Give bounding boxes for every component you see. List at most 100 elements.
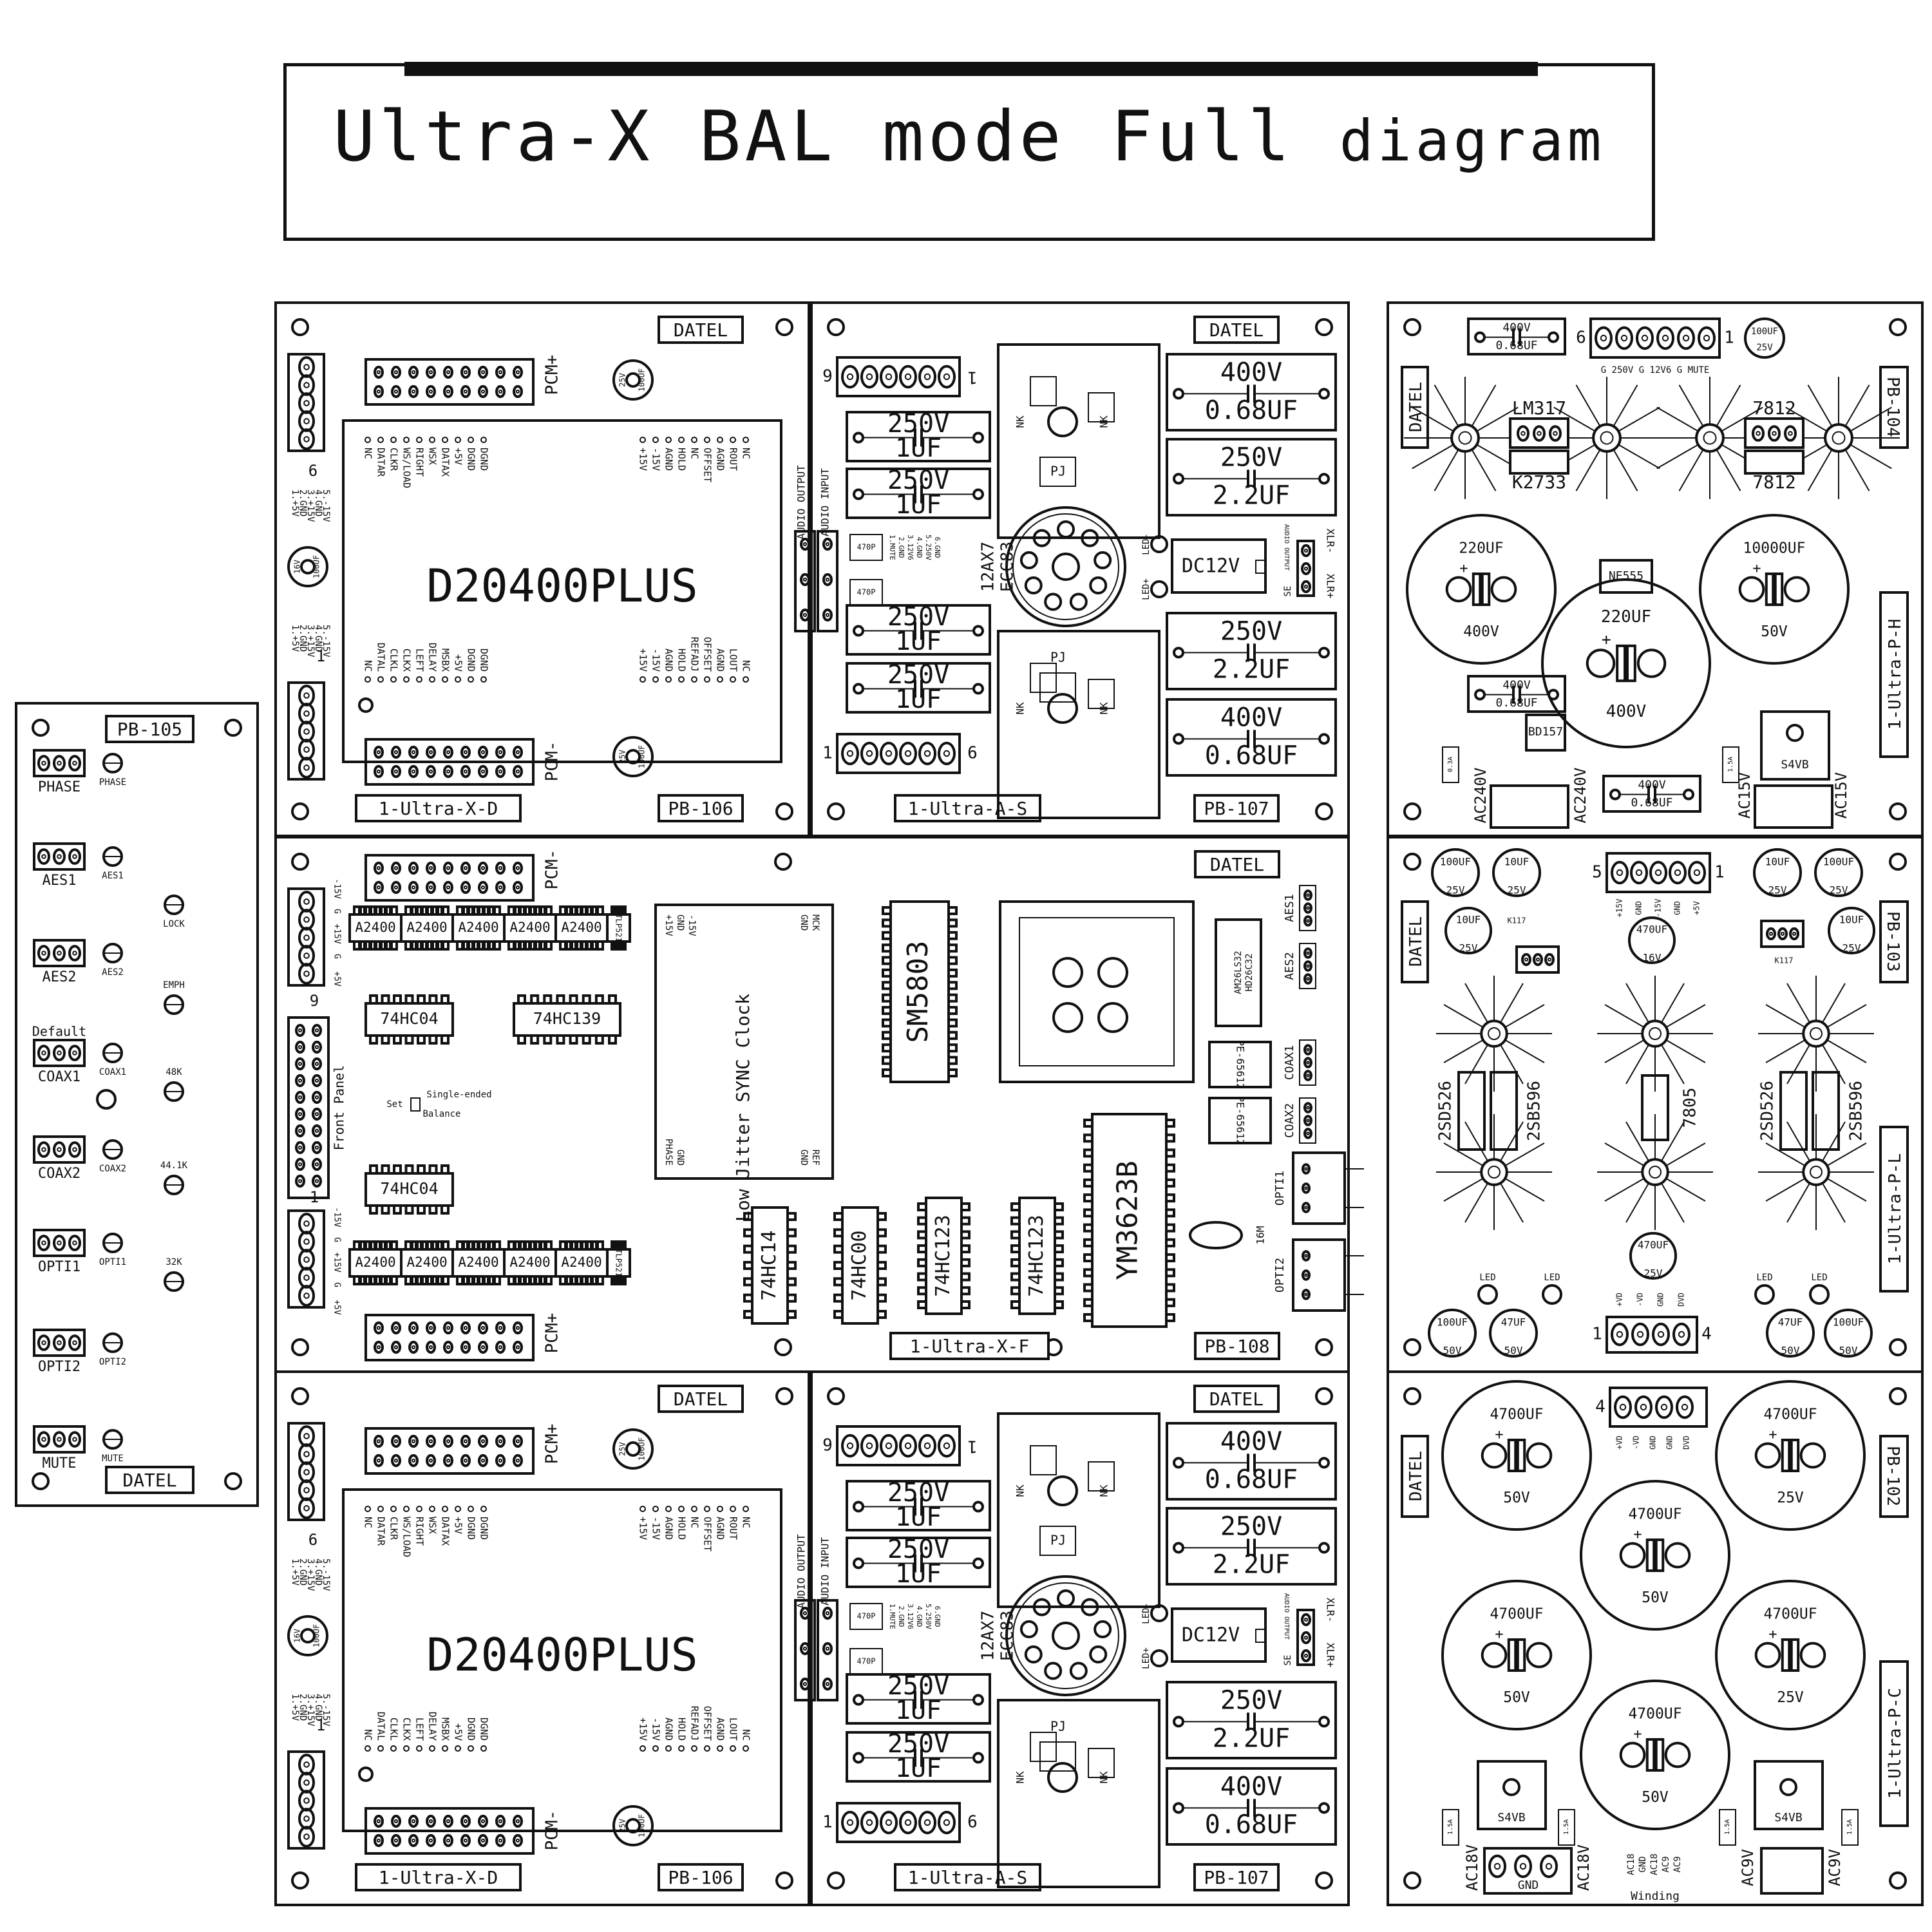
- pb105-switch-pin-hole: [72, 1147, 77, 1152]
- pl-heatsink-1-screw-core: [1488, 1027, 1501, 1040]
- xd-pins-lb-label: DGND: [466, 1718, 477, 1741]
- pb105-switch-pin-hole: [57, 1147, 62, 1152]
- pl-k117-b-label: K117: [1775, 956, 1794, 965]
- xf-74hc04-b-pin-bot: [393, 1204, 402, 1215]
- xd-pins-lb-pad: [403, 676, 410, 683]
- xf-pcm-top-b-pin: [408, 880, 419, 895]
- xd-pcm-top-b-pin: [460, 1454, 471, 1468]
- xd-conn-bot-pin: 5.-15V: [321, 1694, 331, 1727]
- as-in-header-pin-hole: [825, 612, 830, 618]
- as-tube-pin: [1069, 1662, 1088, 1680]
- ph-heatsink-4-fin: [1807, 448, 1833, 491]
- xd-pcm-bot-pin: [374, 1814, 384, 1828]
- pl-hole-tr: [1889, 853, 1907, 871]
- pc-cap-2-value: 4700UF: [1628, 1506, 1681, 1522]
- xf-74hc139-pin-bot: [543, 1034, 553, 1045]
- pl-heatsink-5-screw-core: [1649, 1166, 1662, 1179]
- xd-ecap-0: [612, 359, 654, 401]
- ph-film-mid-body: [1467, 675, 1566, 713]
- pc-cap-4-band: [1781, 1638, 1791, 1672]
- ph-hole-tr: [1889, 318, 1907, 336]
- pc-cap-3-value: 4700UF: [1490, 1605, 1543, 1622]
- pc-cap-5-outline: [1580, 1680, 1730, 1830]
- pc-ac18-conn: [1483, 1847, 1573, 1895]
- xd-pcm-bot-pin: [460, 1814, 471, 1828]
- pb105-input-label: MUTE: [43, 1455, 77, 1472]
- xd-pins-rb-label: AGND: [663, 1718, 675, 1741]
- xd-pins-lt-pad: [377, 437, 384, 443]
- pb105-switch-pin-hole: [41, 1340, 46, 1345]
- pl-conn-out-pin: [1631, 1322, 1649, 1347]
- ph-heatsink-3-fin: [1678, 448, 1705, 491]
- xf-opti-label: OPTI2: [1273, 1258, 1287, 1293]
- pb105-switch: [33, 1039, 86, 1067]
- xf-74hc123-b-label: 74HC123: [1025, 1215, 1048, 1296]
- pl-trans-r-label-1: 2SB596: [1847, 1081, 1866, 1141]
- xf-ym3623b-pin-l: [1083, 1223, 1094, 1233]
- xf-balance: Balance: [422, 1109, 460, 1119]
- as-hole-tr: [1315, 318, 1333, 336]
- pl-7805: [1641, 1074, 1669, 1141]
- as-cap-right-2-voltage: 250V: [1220, 617, 1282, 647]
- xf-74hc04-a-pin-top: [428, 994, 438, 1005]
- xf-74hc14-pin-r: [786, 1228, 797, 1238]
- xf-74hc123-b-pin-l: [1010, 1202, 1021, 1211]
- xf-74hc04-a-pin-bot: [393, 1034, 402, 1045]
- pl-trans-r-label-0: 2SD526: [1758, 1081, 1777, 1141]
- as-tube-pin: [1019, 1620, 1038, 1638]
- xd-pins-lt-label: WSX: [427, 1517, 439, 1534]
- xd-pins-rt-label: -15V: [650, 1517, 662, 1540]
- pc-ac18-pin-hole: [1493, 1862, 1501, 1870]
- xf-input-pin-pin: [1303, 947, 1312, 959]
- ph-conn-pins: G 250V G 12V6 G MUTE: [1601, 365, 1710, 375]
- xd-pcm-top-b-pin: [408, 384, 419, 399]
- as-tube-pin: [1032, 1598, 1051, 1616]
- pb105-hole-tl: [32, 719, 50, 737]
- pl-trans-r-0: [1779, 1071, 1808, 1151]
- xd-conn-num-bot: 1: [316, 1716, 325, 1734]
- xf-conn-top-pin: G: [332, 909, 342, 914]
- as-cap-right-0-voltage: 400V: [1220, 358, 1282, 388]
- ph-heatsink-1-fin: [1434, 384, 1460, 428]
- ph-heatsink-1-fin: [1470, 384, 1497, 428]
- pb105-switch-pin-hole: [41, 1050, 46, 1056]
- xd-pcm-bot-b-pin: [408, 1833, 419, 1848]
- as-out-header-pin-hole: [802, 612, 808, 618]
- xd-pins-lt-pad: [377, 1506, 384, 1512]
- xd-pcm-bot-b-pin-hole: [480, 1838, 486, 1843]
- xf-74hc123-a-pin-l: [917, 1300, 927, 1309]
- as-conn-top-pin-hole: [866, 373, 873, 381]
- xf-front-panel-b-pin-hole: [314, 1112, 319, 1117]
- as-in-header-pin: [822, 1606, 833, 1620]
- pb105-switch-pin: [68, 1431, 81, 1448]
- xf-a2400-bot-label: A2400: [406, 1255, 447, 1270]
- xf-74hc123-a-pin-r: [960, 1244, 971, 1254]
- ph-heatsink-2-screw-core: [1600, 431, 1614, 445]
- xf-74hc139-pin-bot: [517, 1034, 526, 1045]
- xf-ym3623b-pin-r: [1165, 1133, 1175, 1143]
- xd-pcm-top-pin-hole: [498, 370, 503, 375]
- as-pin-note: 3.12V6: [906, 1604, 914, 1629]
- as-se: SE: [1283, 586, 1293, 597]
- xf-tlp-top-pin-top: [618, 905, 627, 916]
- xd-pins-lb-pad: [365, 1745, 371, 1752]
- as-cap-right-1-value: 2.2UF: [1213, 1550, 1290, 1580]
- pl-heatsink-2-fin: [1625, 983, 1650, 1024]
- pl-id-frame: [1879, 900, 1909, 983]
- xf-sm5803-pin-l: [882, 1006, 892, 1016]
- pl-heatsink-1-fin: [1464, 983, 1489, 1024]
- xd-pins-rt-label: +15V: [638, 1517, 649, 1540]
- xf-pcm-bot-pin-hole: [393, 1325, 399, 1331]
- xf-74hc139-pin-bot: [569, 1034, 578, 1045]
- pc-fuse-c: [1719, 1809, 1736, 1846]
- pl-heatsink-6-fin: [1786, 1182, 1811, 1223]
- pb105-note: Default: [32, 1024, 86, 1039]
- xf-clock-pin-br: REF: [810, 1150, 820, 1166]
- pl-cap-bot-value: 47UF: [1501, 1316, 1526, 1329]
- as-cap-right-2-value: 2.2UF: [1213, 655, 1290, 685]
- xd-pins-lt-label: DATAR: [375, 448, 387, 477]
- xf-a2400-top-pin-top: [595, 905, 604, 916]
